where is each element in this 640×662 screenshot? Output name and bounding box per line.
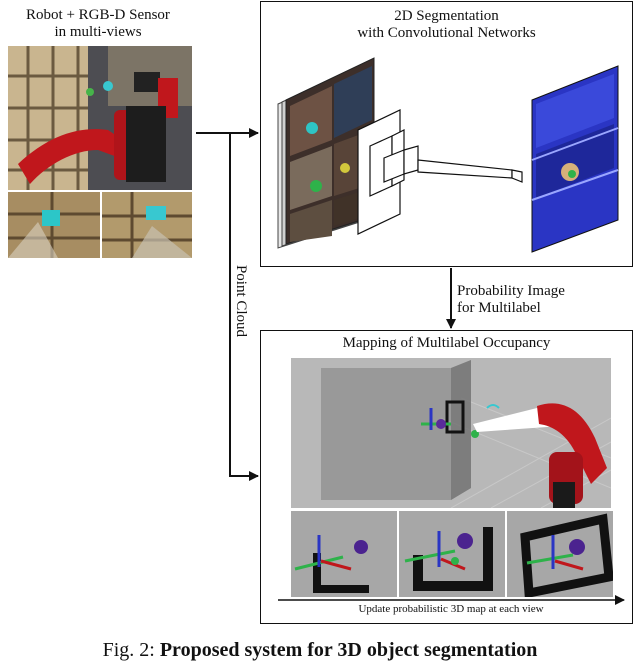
probability-label-line1: Probability Image: [457, 283, 565, 299]
input-title-line2: in multi-views: [54, 24, 142, 40]
mapping-title: Mapping of Multilabel Occupancy: [342, 335, 551, 351]
input-image-stack: [277, 57, 375, 249]
mapping-3d-render: [291, 358, 611, 508]
caption-prefix: Fig. 2:: [102, 639, 160, 661]
robot-photo-main: [8, 46, 192, 190]
map-view-1-drawing: [291, 511, 397, 597]
map-view-1: [291, 511, 397, 597]
figure-caption: Fig. 2: Proposed system for 3D object se…: [0, 638, 640, 662]
robot-photo-inset-left-drawing: [8, 192, 100, 258]
segmentation-title-line1: 2D Segmentation: [394, 8, 499, 24]
map-view-3: [507, 511, 613, 597]
segmentation-title-line2: with Convolutional Networks: [357, 25, 536, 41]
map-view-2-drawing: [399, 511, 505, 597]
segmentation-output-image: [531, 65, 619, 253]
input-title-line1: Robot + RGB-D Sensor: [26, 7, 170, 23]
map-view-2: [399, 511, 505, 597]
robot-photo-inset-right: [102, 192, 192, 258]
caption-bold: Proposed system for 3D object segmentati…: [159, 639, 538, 661]
timeline-caption: Update probabilistic 3D map at each view: [358, 603, 544, 615]
robot-photo-inset-right-drawing: [102, 192, 192, 258]
probability-label-line2: for Multilabel: [457, 300, 541, 316]
map-view-3-drawing: [507, 511, 613, 597]
cnn-network: [357, 109, 523, 235]
robot-photo-main-drawing: [8, 46, 192, 190]
robot-photo-inset-left: [8, 192, 100, 258]
mapping-3d-render-drawing: [291, 358, 611, 508]
point-cloud-label: Point Cloud: [233, 264, 249, 338]
